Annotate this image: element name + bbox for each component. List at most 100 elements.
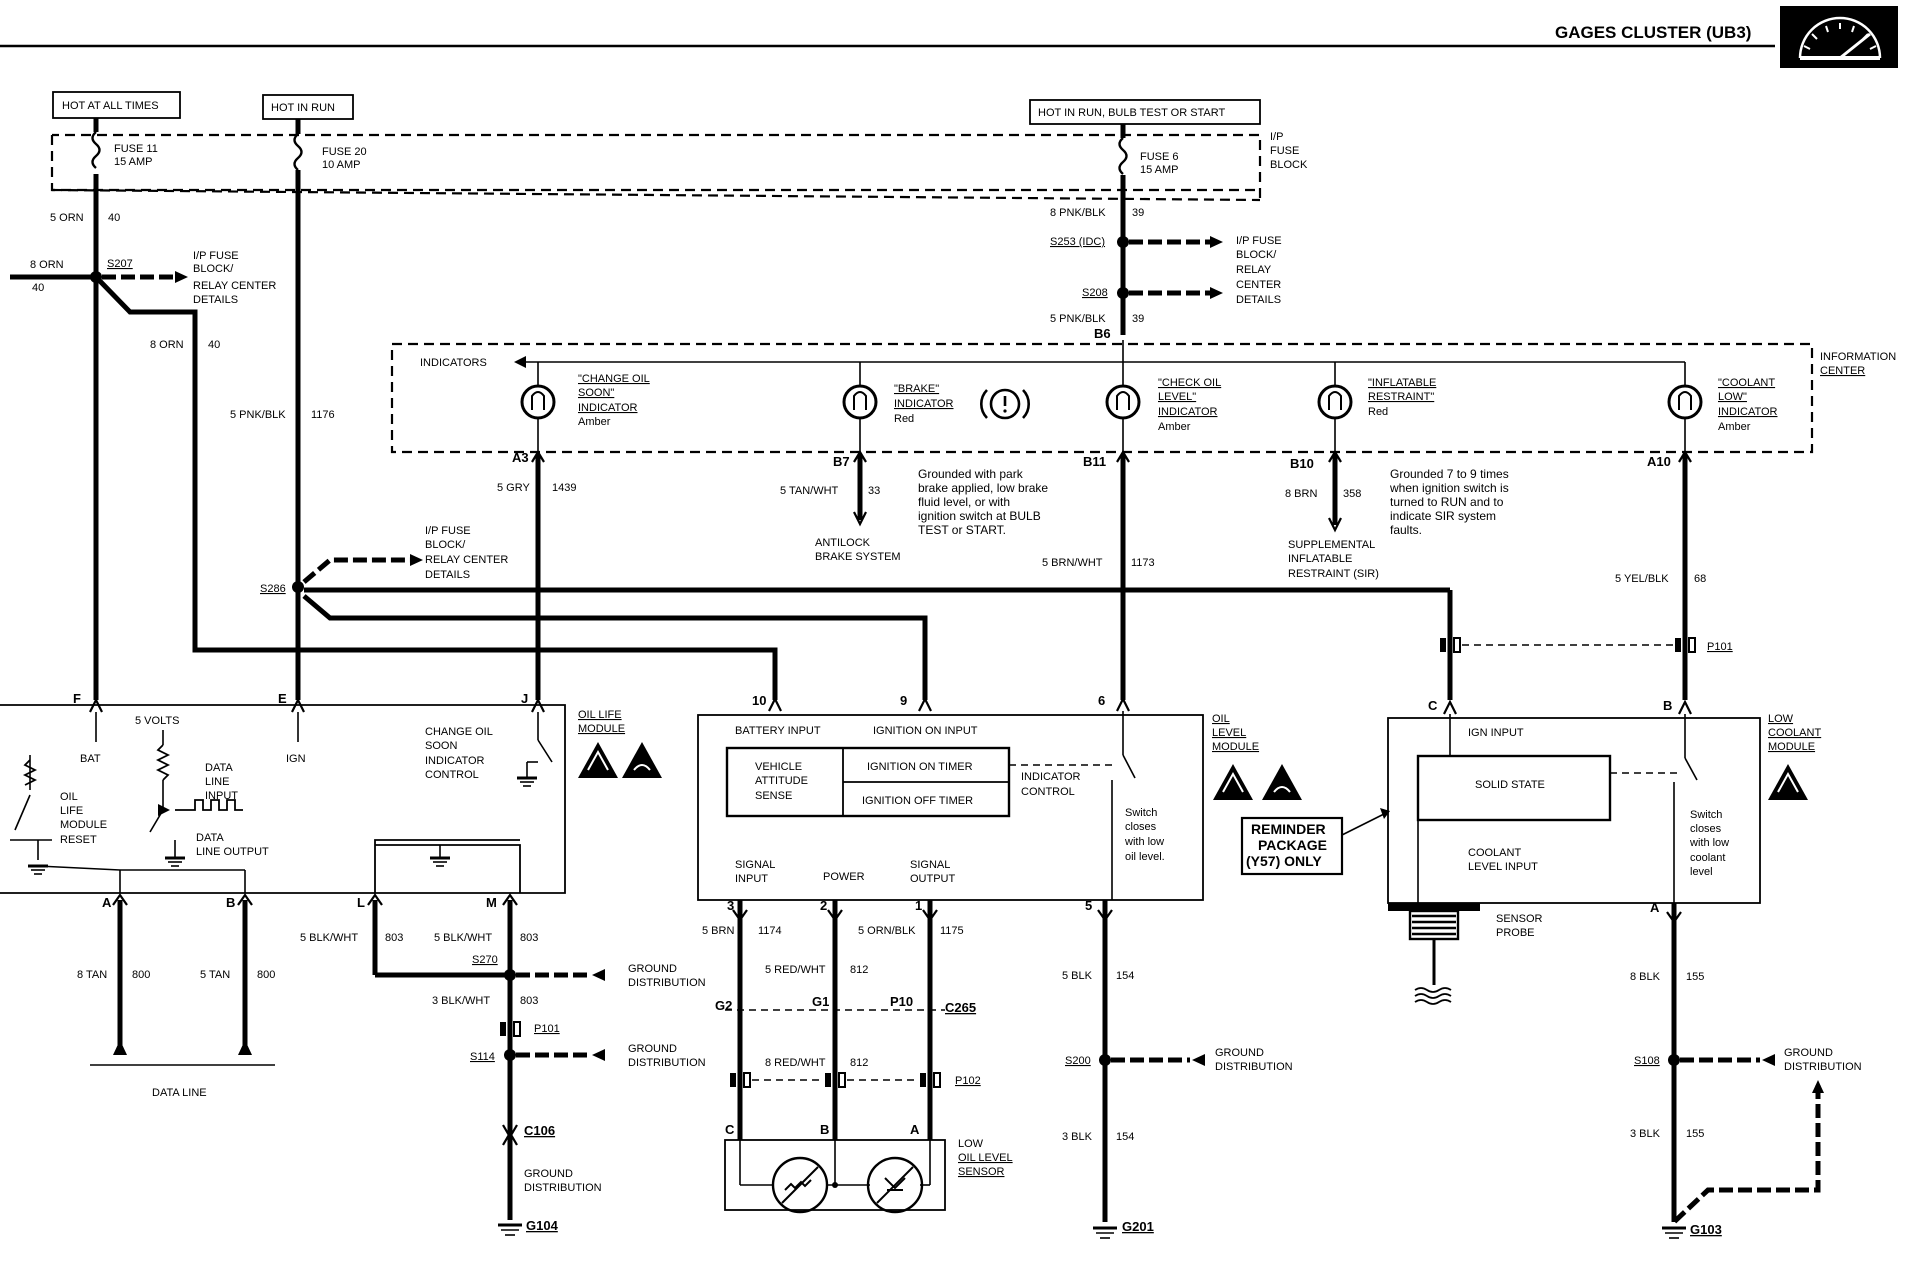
svg-text:A: A [102, 895, 112, 910]
svg-text:SIGNAL: SIGNAL [735, 859, 775, 871]
svg-text:39: 39 [1132, 313, 1144, 325]
splice-s114: S114 GROUND DISTRIBUTION [470, 1043, 706, 1069]
oil-level-module: OIL LEVEL MODULE 10 9 6 BATTERY INPUT IG… [697, 693, 1302, 913]
splice-s108: S108 GROUND DISTRIBUTION [1634, 1047, 1862, 1224]
svg-text:3 BLK: 3 BLK [1630, 1128, 1661, 1140]
svg-text:P102: P102 [955, 1075, 981, 1087]
svg-text:INPUT: INPUT [205, 790, 238, 802]
svg-text:MODULE: MODULE [1212, 741, 1259, 753]
svg-text:GROUND: GROUND [1784, 1047, 1833, 1059]
svg-text:C106: C106 [524, 1123, 555, 1138]
svg-text:155: 155 [1686, 971, 1704, 983]
svg-text:33: 33 [868, 485, 880, 497]
svg-text:DISTRIBUTION: DISTRIBUTION [1215, 1061, 1293, 1073]
svg-text:I/P FUSE: I/P FUSE [425, 525, 471, 537]
svg-text:1174: 1174 [758, 925, 782, 937]
svg-text:INFLATABLE: INFLATABLE [1288, 553, 1352, 565]
hot-at-all-times-label: HOT AT ALL TIMES [62, 100, 159, 112]
svg-text:oil level.: oil level. [1125, 851, 1165, 863]
svg-text:SIGNAL: SIGNAL [910, 859, 950, 871]
svg-text:5: 5 [1085, 898, 1092, 913]
svg-text:B: B [226, 895, 235, 910]
svg-text:OIL: OIL [60, 791, 78, 803]
svg-text:Amber: Amber [1718, 421, 1751, 433]
svg-text:9: 9 [900, 693, 907, 708]
svg-text:BLOCK/: BLOCK/ [1236, 249, 1277, 261]
svg-text:I/P: I/P [1270, 131, 1283, 143]
svg-text:358: 358 [1343, 488, 1361, 500]
svg-text:CENTER: CENTER [1820, 365, 1865, 377]
svg-text:DISTRIBUTION: DISTRIBUTION [1784, 1061, 1862, 1073]
esd-warning-icon [622, 742, 662, 778]
svg-text:154: 154 [1116, 1131, 1134, 1143]
svg-text:LEVEL": LEVEL" [1158, 391, 1196, 403]
svg-text:"BRAKE": "BRAKE" [894, 383, 939, 395]
svg-text:LOW: LOW [958, 1138, 984, 1150]
svg-text:J: J [521, 691, 528, 706]
svg-text:INFORMATION: INFORMATION [1820, 351, 1896, 363]
svg-text:POWER: POWER [823, 871, 865, 883]
svg-text:INDICATOR: INDICATOR [1718, 406, 1778, 418]
svg-text:LOW: LOW [1768, 713, 1794, 725]
note-brake: Grounded with park brake applied, low br… [918, 467, 1048, 537]
svg-text:"COOLANT: "COOLANT [1718, 377, 1775, 389]
svg-text:DISTRIBUTION: DISTRIBUTION [524, 1182, 602, 1194]
fuse-block-boundary [50, 133, 1262, 198]
fuse-6: FUSE 6 15 AMP [1118, 124, 1179, 176]
svg-text:1173: 1173 [1131, 557, 1155, 569]
svg-text:10: 10 [752, 693, 766, 708]
svg-text:P10: P10 [890, 994, 913, 1009]
svg-text:8 BRN: 8 BRN [1285, 488, 1317, 500]
splice-s270: S270 GROUND DISTRIBUTION [472, 954, 706, 989]
data-line: 8 TAN 800 5 TAN 800 DATA LINE [77, 893, 275, 1099]
svg-text:COOLANT: COOLANT [1768, 727, 1821, 739]
note-sir: Grounded 7 to 9 times when ignition swit… [1389, 467, 1509, 537]
svg-text:coolant: coolant [1690, 852, 1725, 864]
svg-text:3 BLK/WHT: 3 BLK/WHT [432, 995, 490, 1007]
wire-circuit-1176: 5 PNK/BLK 1176 [230, 170, 335, 700]
bulb-brake: "BRAKE" INDICATOR Red [842, 383, 1030, 452]
svg-text:INDICATOR: INDICATOR [1158, 406, 1218, 418]
svg-text:INPUT: INPUT [735, 873, 768, 885]
svg-text:Amber: Amber [1158, 421, 1191, 433]
svg-text:DETAILS: DETAILS [1236, 294, 1281, 306]
svg-text:CHANGE OIL: CHANGE OIL [425, 726, 493, 738]
svg-text:812: 812 [850, 1057, 868, 1069]
wire-circuit-68: 5 YEL/BLK 68 [1615, 449, 1706, 636]
svg-text:5 PNK/BLK: 5 PNK/BLK [1050, 313, 1106, 325]
svg-text:40: 40 [108, 212, 120, 224]
svg-text:8 PNK/BLK: 8 PNK/BLK [1050, 207, 1106, 219]
fuse-block-label: I/P FUSE BLOCK [1270, 131, 1308, 171]
svg-text:8 TAN: 8 TAN [77, 969, 107, 981]
svg-text:B7: B7 [833, 454, 850, 469]
svg-text:FUSE 20: FUSE 20 [322, 146, 367, 158]
svg-text:INDICATOR: INDICATOR [1021, 771, 1081, 783]
svg-text:COOLANT: COOLANT [1468, 847, 1521, 859]
svg-text:IGNITION ON INPUT: IGNITION ON INPUT [873, 725, 978, 737]
svg-text:fluid level, or with: fluid level, or with [918, 495, 1010, 509]
svg-text:B11: B11 [1083, 454, 1106, 469]
svg-text:A: A [910, 1122, 920, 1137]
svg-text:I/P FUSE: I/P FUSE [1236, 235, 1282, 247]
svg-text:Grounded 7 to 9 times: Grounded 7 to 9 times [1390, 467, 1509, 481]
svg-text:PROBE: PROBE [1496, 927, 1535, 939]
svg-text:MODULE: MODULE [60, 819, 107, 831]
svg-text:RESTRAINT (SIR): RESTRAINT (SIR) [1288, 568, 1379, 580]
svg-text:MODULE: MODULE [578, 723, 625, 735]
svg-text:5 PNK/BLK: 5 PNK/BLK [230, 409, 286, 421]
svg-text:SOLID STATE: SOLID STATE [1475, 779, 1545, 791]
svg-text:803: 803 [385, 932, 403, 944]
page-title: GAGES CLUSTER (UB3) [1555, 23, 1751, 42]
svg-text:INDICATOR: INDICATOR [578, 402, 638, 414]
esd-warning-icon [1262, 764, 1302, 800]
svg-text:40: 40 [208, 339, 220, 351]
svg-text:40: 40 [32, 282, 44, 294]
svg-text:CENTER: CENTER [1236, 279, 1281, 291]
svg-text:G2: G2 [715, 998, 732, 1013]
svg-text:B10: B10 [1290, 456, 1314, 471]
svg-text:155: 155 [1686, 1128, 1704, 1140]
svg-text:8 ORN: 8 ORN [150, 339, 184, 351]
svg-text:SUPPLEMENTAL: SUPPLEMENTAL [1288, 539, 1375, 551]
svg-text:IGN: IGN [286, 753, 306, 765]
svg-text:5 VOLTS: 5 VOLTS [135, 715, 179, 727]
